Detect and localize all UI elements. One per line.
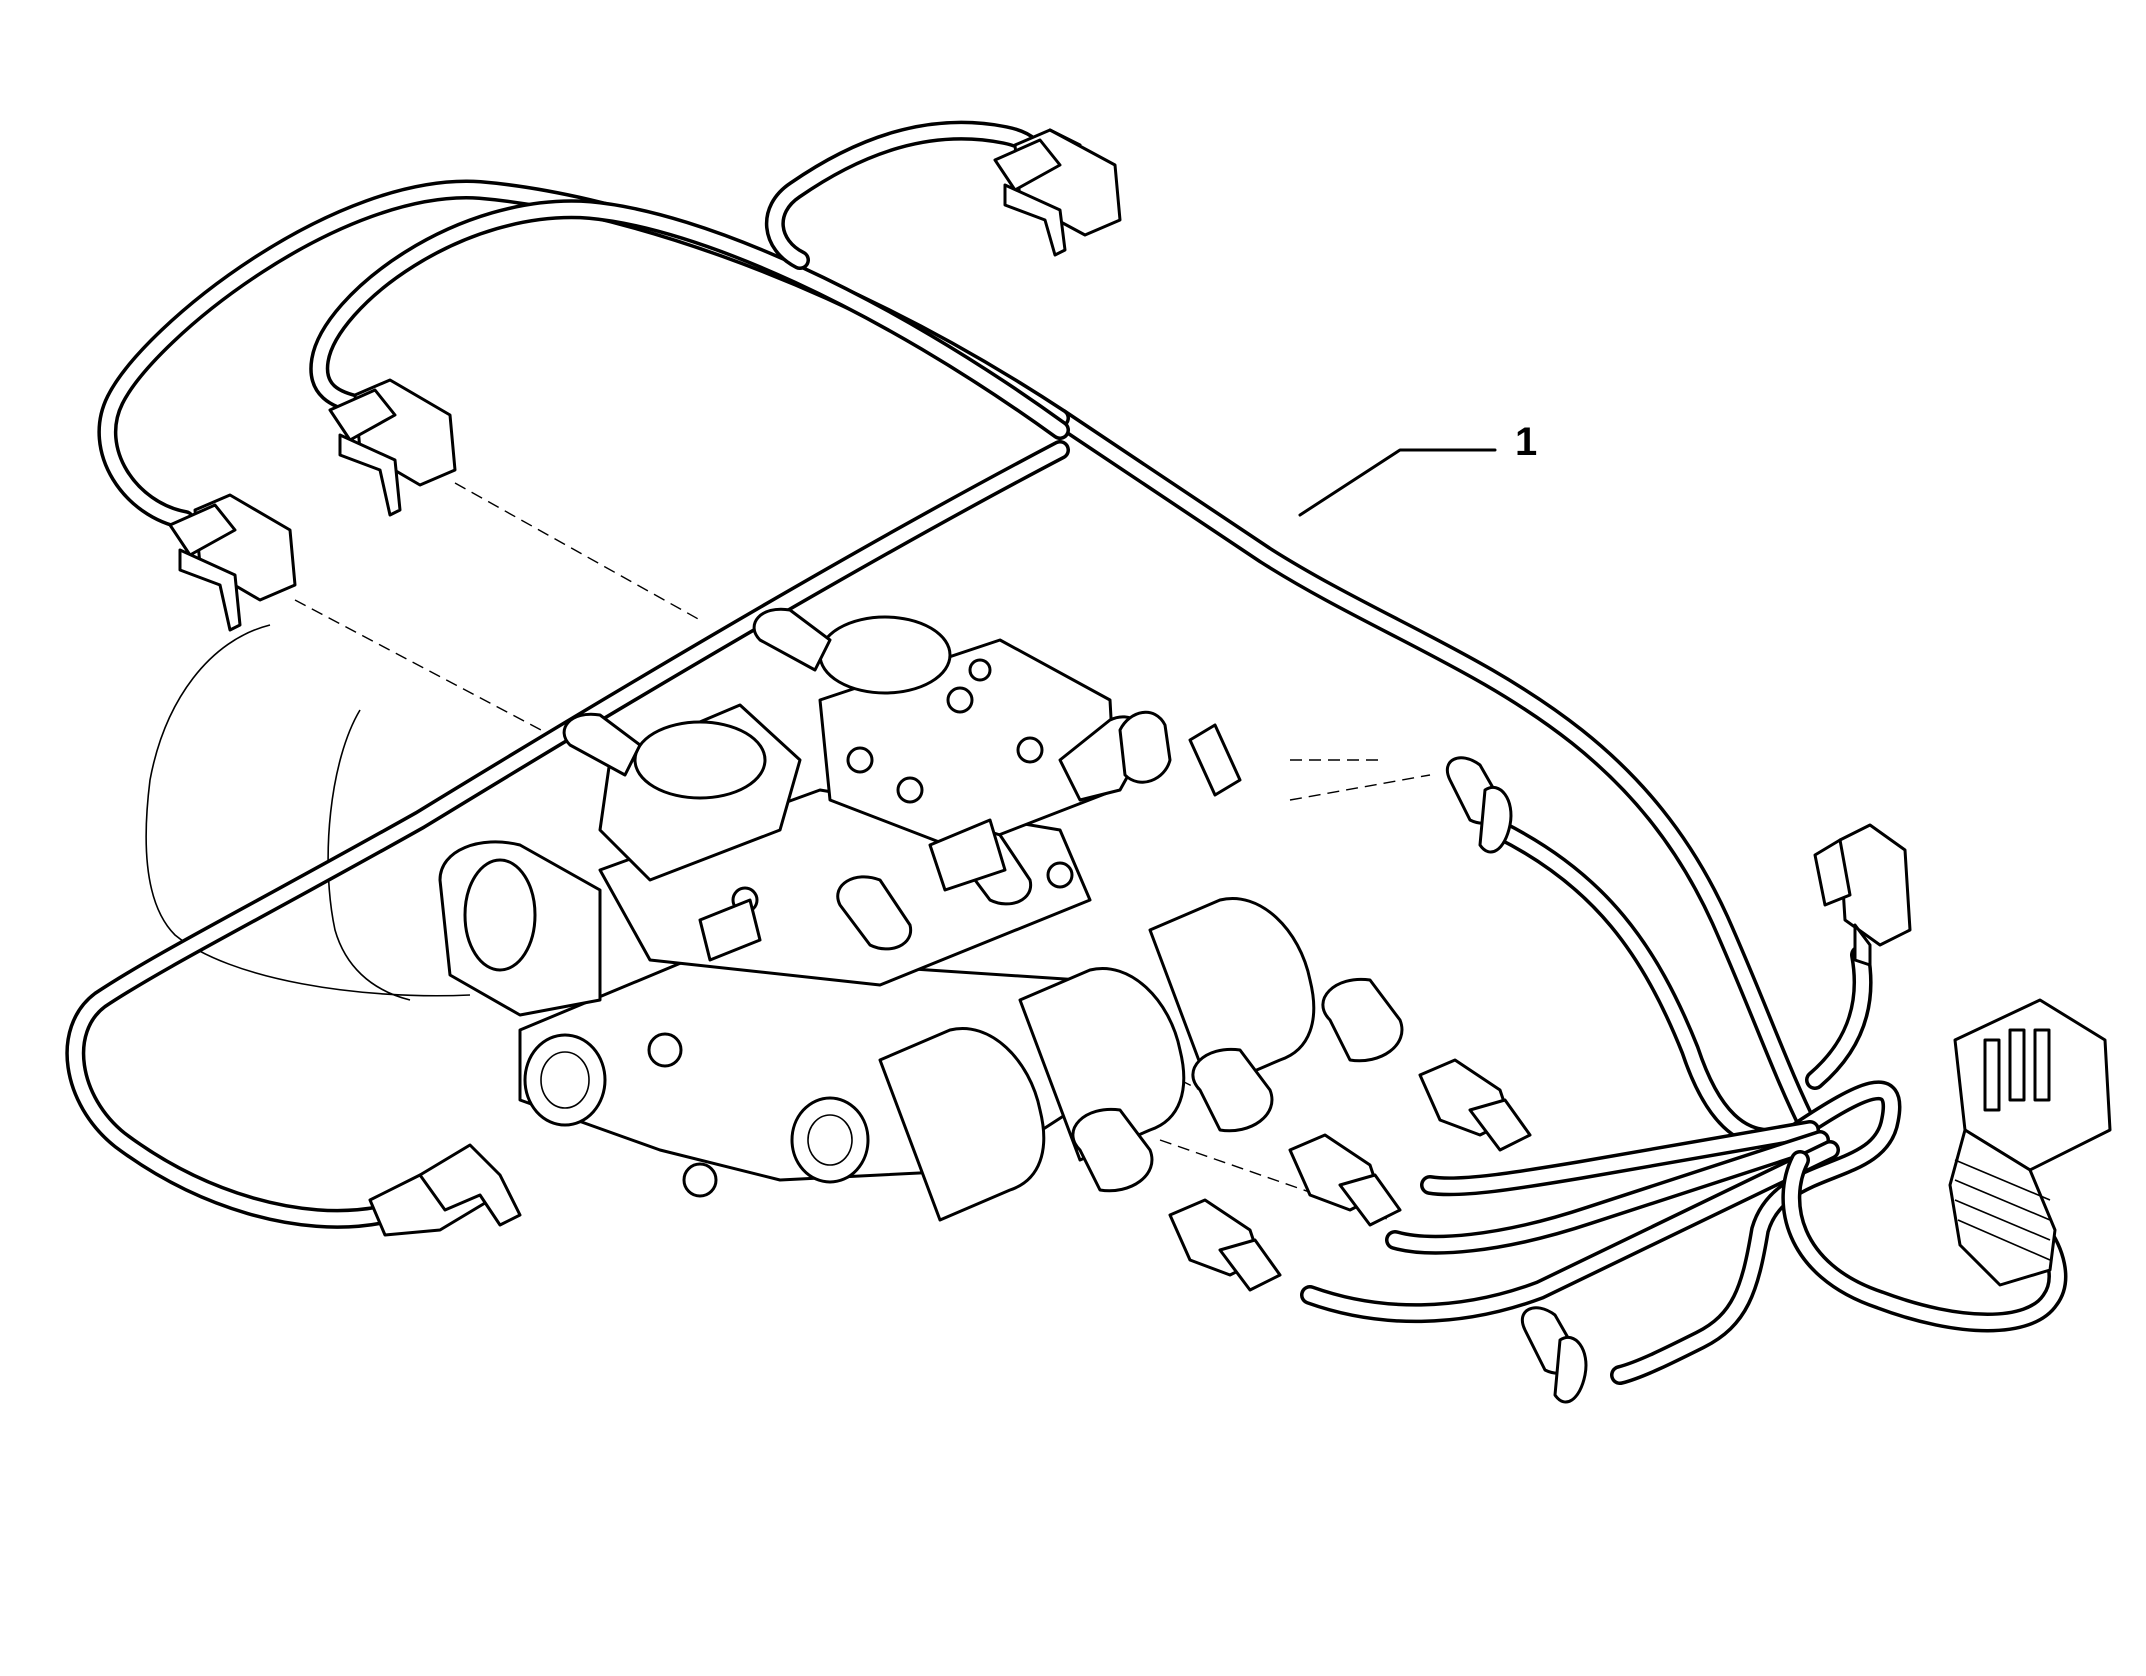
connector-upper-left (328, 378, 457, 517)
valve-assembly (438, 607, 1404, 1222)
callout-1: 1 (1298, 420, 1537, 517)
housing-outline (145, 624, 471, 1001)
connector-right (1813, 823, 1912, 967)
connector-bottom-right-4 (1520, 1306, 1588, 1404)
connector-main-plug (1948, 998, 2112, 1287)
connector-top (993, 128, 1122, 257)
connector-right-upper (1445, 756, 1513, 854)
connector-bottom-right-3 (1168, 1198, 1282, 1292)
connector-bottom-right-1 (1418, 1058, 1532, 1152)
connector-bottom-left (368, 1143, 522, 1237)
harness-connectors (168, 128, 2112, 1404)
connector-bottom-right-2 (1288, 1133, 1402, 1227)
wiring-harness (65, 120, 2068, 1385)
callout-label: 1 (1515, 420, 1537, 464)
connector-far-left (168, 493, 297, 632)
